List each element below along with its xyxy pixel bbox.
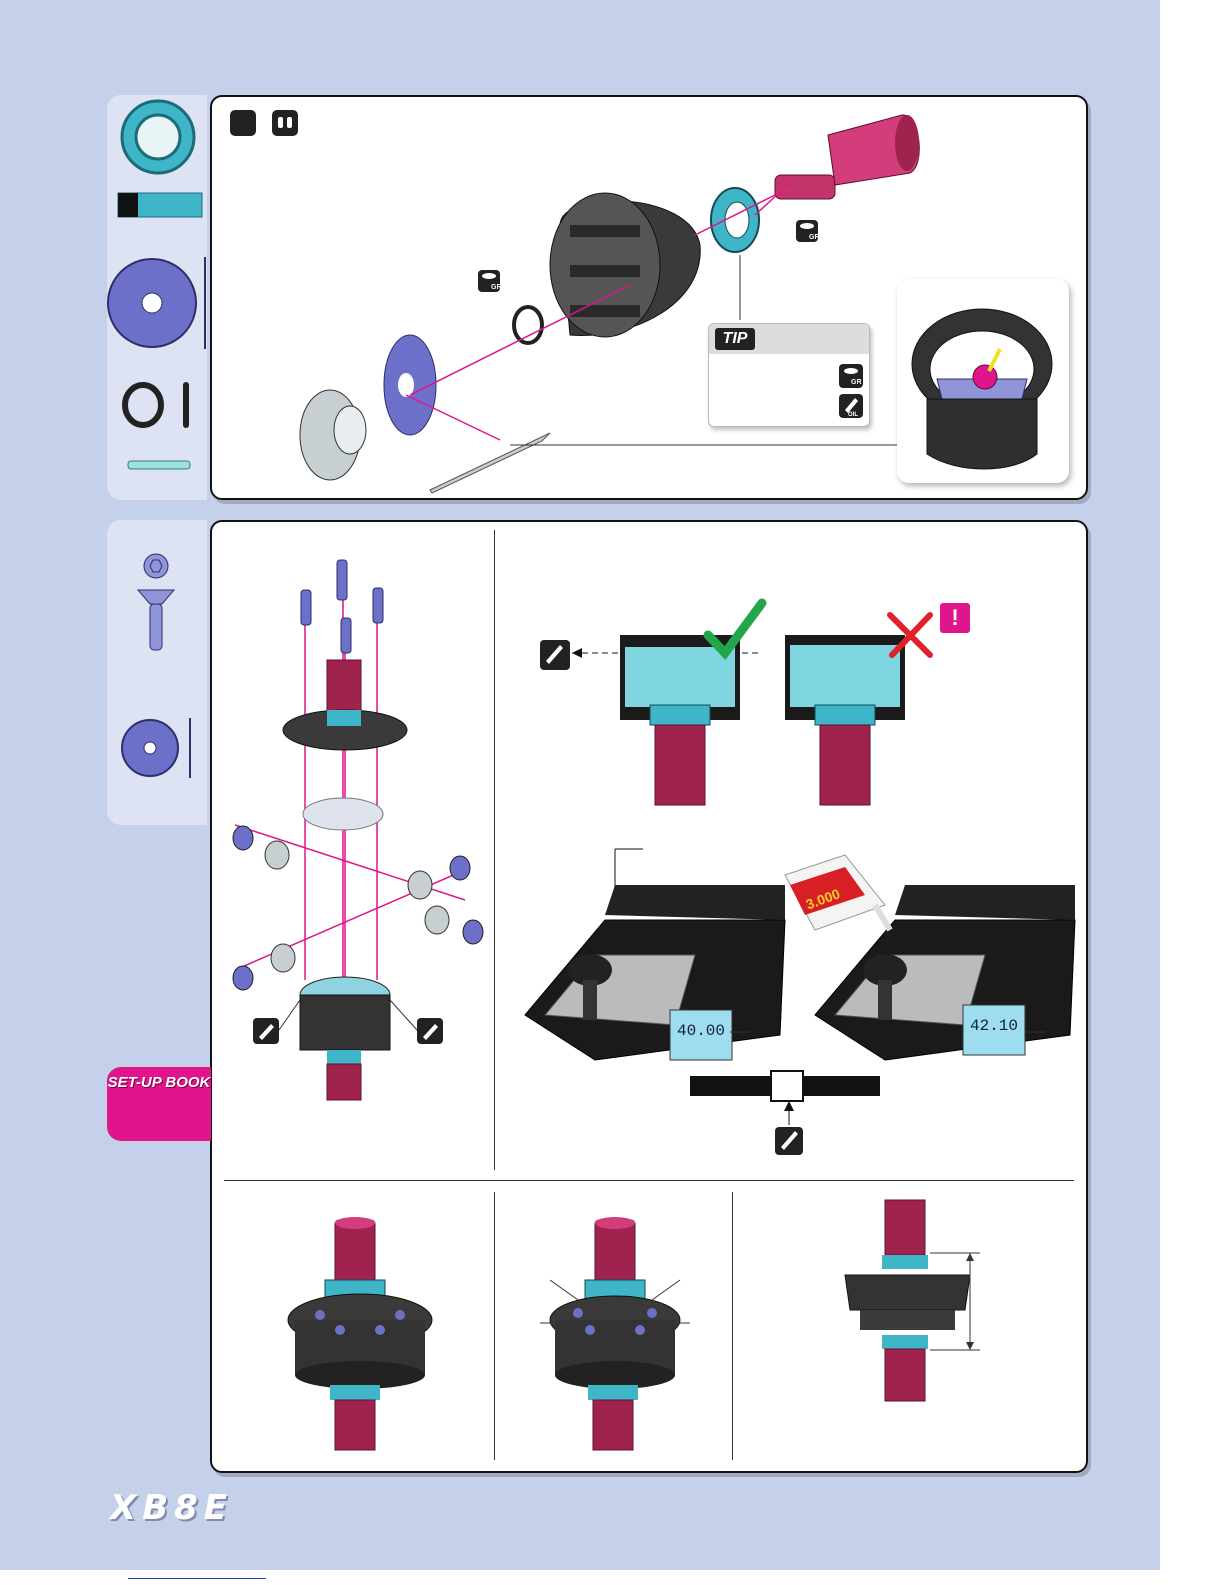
correct-level-diagram — [620, 635, 740, 805]
o-ring-part — [514, 307, 542, 343]
svg-text:GR: GR — [491, 284, 502, 291]
assembled-diff-side-view — [830, 1195, 1010, 1415]
assembled-diff-view-2 — [530, 1215, 710, 1455]
outdrive-part — [775, 115, 919, 199]
assembled-diff-view-1 — [270, 1215, 450, 1455]
small-washer-icon — [122, 718, 190, 778]
seal-bearing-part — [711, 188, 759, 252]
oil-level-comparison — [530, 595, 980, 815]
o-ring-icon — [125, 385, 186, 425]
tip-header: TIP — [709, 324, 869, 354]
grease-icon-outdrive: GR — [796, 220, 820, 242]
footer-link[interactable] — [128, 1578, 266, 1579]
screws-group — [301, 560, 383, 653]
tip-label: TIP — [715, 328, 755, 350]
exploded-view-diff — [215, 540, 495, 1160]
svg-text:GR: GR — [809, 234, 820, 241]
washer-icon — [108, 257, 205, 349]
spider-gears — [233, 826, 483, 990]
diff-case-lower — [300, 977, 390, 1100]
svg-text:GR: GR — [851, 379, 862, 386]
panel-divider-vertical-lower-left — [494, 1192, 495, 1460]
oil-icon-right — [417, 1018, 443, 1044]
diff-case-part — [550, 193, 700, 337]
ring-gear-part — [283, 660, 407, 750]
scales-illustration: 40.00 42.10 3.000 — [515, 845, 1085, 1165]
tip-box: TIP GR OIL — [708, 323, 870, 427]
brand-logo: XB8E — [110, 1488, 233, 1528]
oil-icon: OIL — [839, 394, 863, 418]
panel-divider-horizontal — [224, 1180, 1074, 1181]
bearing-icon — [122, 101, 194, 173]
scale-left-reading: 40.00 — [677, 1022, 725, 1040]
oil-icon-scale — [775, 1127, 803, 1155]
panel-divider-vertical-lower-right — [732, 1192, 733, 1460]
weight-range-window — [770, 1070, 804, 1102]
oil-icon-left — [253, 1018, 279, 1044]
diff-case-detail — [897, 279, 1069, 483]
tweezers-icon — [430, 433, 550, 493]
wrong-level-diagram — [785, 635, 905, 805]
detail-inset — [897, 279, 1069, 483]
pin-icon — [128, 461, 190, 469]
grease-icon: GR — [478, 270, 502, 292]
bearing-side-icon — [118, 193, 202, 217]
oil-icon-level — [540, 640, 570, 670]
grease-icon: GR — [839, 364, 863, 388]
scale-left: 40.00 — [525, 885, 785, 1060]
parts-list-bottom — [110, 520, 210, 820]
oil-callout-left — [279, 1000, 300, 1030]
setup-book-tab[interactable]: SET-UP BOOK — [107, 1067, 211, 1141]
gasket-part — [303, 798, 383, 830]
bevel-gear-part — [300, 390, 366, 480]
oil-callout-right — [390, 1000, 417, 1030]
svg-text:OIL: OIL — [848, 412, 858, 418]
scale-right-reading: 42.10 — [970, 1017, 1018, 1035]
check-icon — [708, 603, 762, 653]
screw-icon — [138, 554, 174, 650]
parts-list-top — [110, 95, 210, 495]
exclamation-icon: ! — [940, 603, 970, 633]
oil-bottle: 3.000 — [785, 855, 890, 930]
